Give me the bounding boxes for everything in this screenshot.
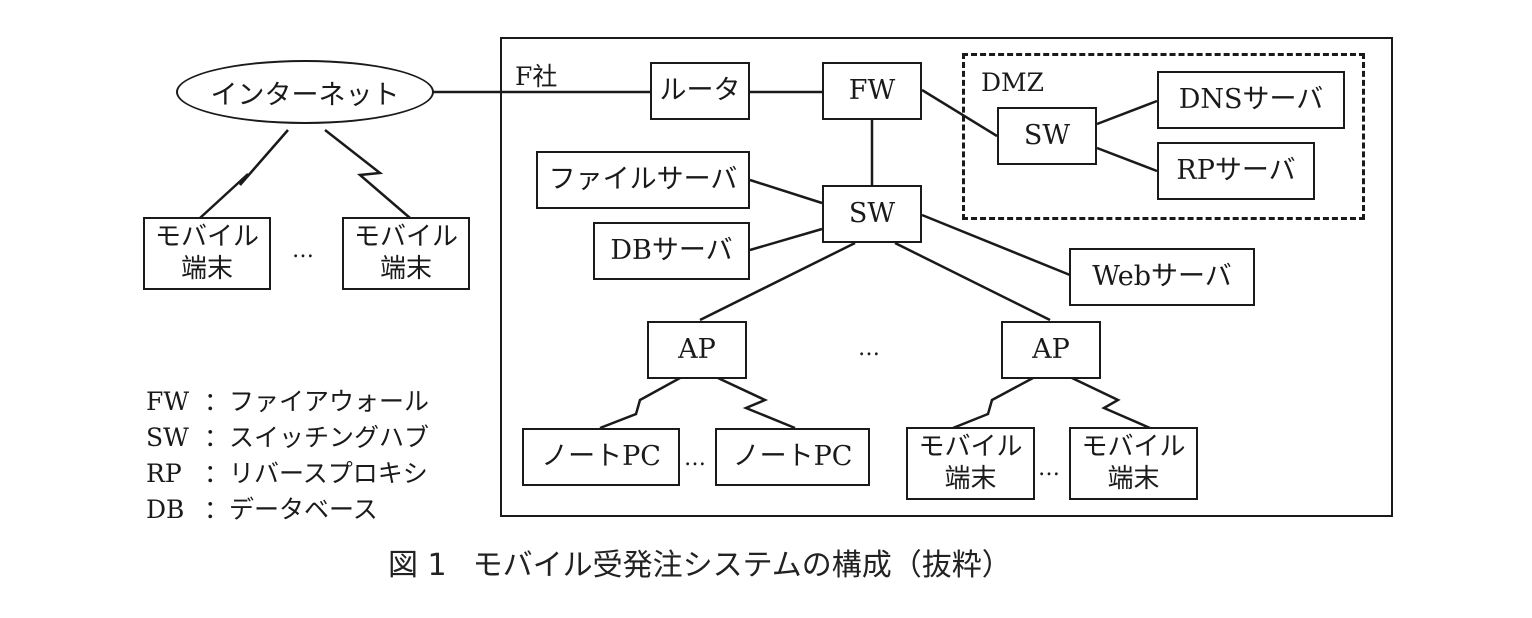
link-core-sw-web — [921, 213, 1071, 277]
mobile-terminal-node: モバイル 端末 — [906, 427, 1035, 500]
wireless-internet-mobile-1 — [199, 129, 289, 219]
link-core-sw-file — [749, 178, 823, 205]
ellipsis: … — [1038, 456, 1061, 481]
db-server-node: DBサーバ — [593, 222, 750, 280]
internet-label: インターネット — [210, 79, 400, 111]
router-node: ルータ — [650, 62, 750, 120]
dmz-label: DMZ — [981, 68, 1045, 97]
ellipsis: … — [684, 446, 707, 471]
access-point-right-node: AP — [1001, 321, 1101, 379]
legend-item: FW：ファイアウォール — [146, 387, 430, 416]
ellipsis: … — [292, 238, 315, 263]
file-server-node: ファイルサーバ — [536, 151, 750, 209]
wireless-ap-left-notebook-1 — [599, 376, 681, 430]
mobile-terminal-node: モバイル 端末 — [1069, 427, 1198, 500]
wireless-internet-mobile-2 — [324, 129, 411, 219]
ellipsis: … — [858, 336, 881, 361]
access-point-left-node: AP — [647, 321, 747, 379]
link-dmz-sw-rp — [1096, 146, 1158, 173]
wireless-ap-right-mobile-1 — [952, 376, 1034, 430]
wireless-ap-right-mobile-2 — [1071, 376, 1151, 430]
dmz-boundary — [962, 53, 1365, 220]
figure-caption: 図 1 モバイル受発注システムの構成（抜粋） — [388, 540, 1012, 584]
figure-title: モバイル受発注システムの構成（抜粋） — [472, 548, 1012, 583]
dns-server-node: DNSサーバ — [1157, 71, 1345, 129]
link-core-sw-ap-left — [699, 241, 856, 322]
company-label: F社 — [515, 62, 558, 91]
rp-server-node: RPサーバ — [1157, 142, 1315, 200]
figure-number: 図 1 — [388, 548, 447, 583]
legend-item: DB：データベース — [146, 495, 378, 524]
link-fw-dmz-sw — [921, 88, 998, 138]
legend-item: SW：スイッチングハブ — [146, 423, 430, 452]
link-core-sw-db — [749, 227, 823, 252]
link-core-sw-ap-right — [894, 241, 1051, 322]
legend: FW：ファイアウォール SW：スイッチングハブ RP：リバースプロキシ DB：デ… — [146, 384, 429, 528]
legend-item: RP：リバースプロキシ — [146, 459, 428, 488]
dmz-switch-node: SW — [997, 107, 1097, 165]
web-server-node: Webサーバ — [1069, 248, 1255, 306]
company-boundary — [500, 37, 1393, 517]
core-switch-node: SW — [822, 185, 922, 243]
notebook-pc-node: ノートPC — [715, 428, 870, 486]
firewall-node: FW — [822, 62, 922, 120]
link-dmz-sw-dns — [1096, 99, 1158, 126]
internet-cloud: インターネット — [176, 60, 434, 124]
notebook-pc-node: ノートPC — [522, 428, 680, 486]
wireless-ap-left-notebook-2 — [717, 376, 796, 430]
external-mobile-terminal: モバイル 端末 — [342, 217, 470, 290]
external-mobile-terminal: モバイル 端末 — [143, 217, 271, 290]
